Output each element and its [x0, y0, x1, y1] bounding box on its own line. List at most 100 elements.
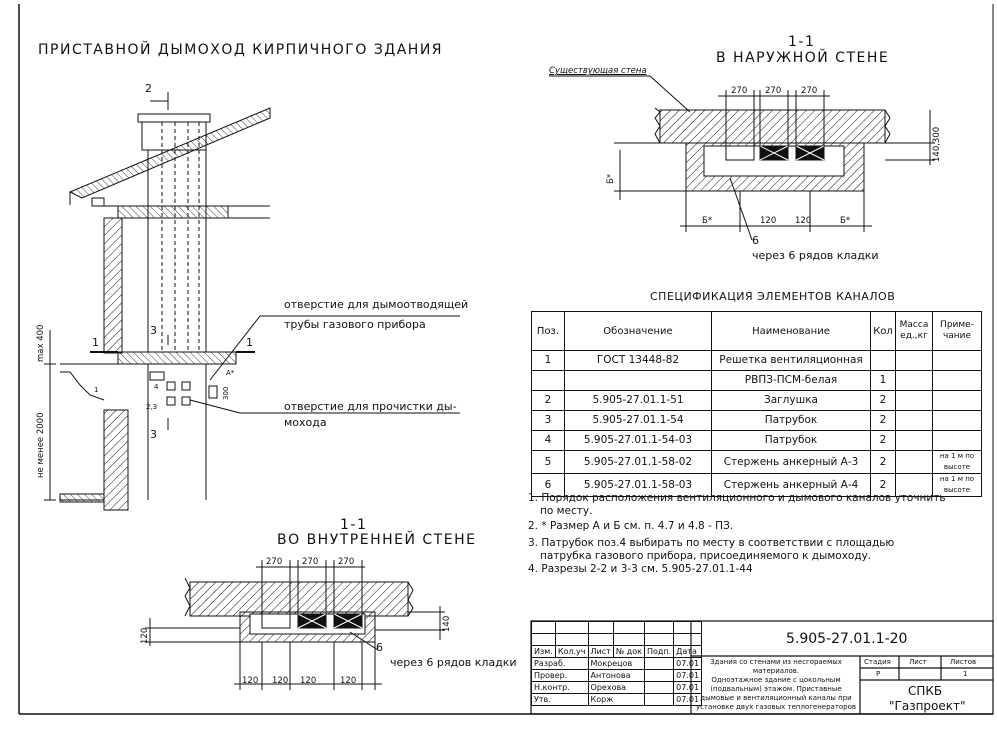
spec-cell: Заглушка — [711, 390, 871, 411]
min-2000-label: не менее 2000 — [36, 412, 46, 478]
flue-note-line1: отверстие для дымоотводящей — [284, 298, 469, 311]
section-mark-1-right: 1 — [246, 336, 253, 349]
note-line: 2. * Размер А и Б см. п. 4.7 и 4.8 - ПЗ. — [528, 520, 734, 532]
section-inner-number: 1-1 — [340, 517, 368, 533]
spec-cell — [895, 450, 933, 474]
spec-cell — [932, 370, 982, 391]
spec-cell — [531, 370, 565, 391]
inner-dim-1: 270 — [266, 557, 283, 567]
stage-header: Стадия — [864, 658, 891, 666]
spec-head-note: Приме- чание — [932, 311, 982, 351]
spec-cell: 4 — [531, 430, 565, 451]
spec-header-row: Поз. Обозначение Наименование Кол Масса … — [531, 311, 982, 351]
spec-cell: на 1 м по высоте — [932, 473, 982, 497]
sheets-header: Листов — [950, 658, 977, 666]
spec-cell — [895, 350, 933, 371]
spec-cell: Решетка вентиляционная — [711, 350, 871, 371]
outer-dim-3: 270 — [801, 86, 818, 96]
outer-dim-left: Б* — [606, 173, 616, 184]
inner-callout-number: 6 — [376, 641, 383, 654]
sheet-header: Лист — [909, 658, 927, 666]
notes-block: 1. Порядок расположения вентиляционного … — [528, 492, 946, 576]
desc-line: Здания со стенами из несгораемых — [710, 658, 842, 666]
spec-title: СПЕЦИФИКАЦИЯ ЭЛЕМЕНТОВ КАНАЛОВ — [650, 290, 896, 303]
spec-cell: 1 — [531, 350, 565, 371]
tb-role: Н.контр. — [531, 681, 589, 694]
section-outer-view — [549, 75, 935, 241]
spec-cell — [895, 370, 933, 391]
mark-23-label: 2,3 — [146, 403, 158, 411]
spec-cell — [932, 410, 982, 431]
tb-person: Орехова — [587, 681, 645, 694]
desc-line: дымовые и вентиляционный каналы при — [700, 694, 852, 702]
spec-cell: 5.905-27.01.1-51 — [564, 390, 712, 411]
outer-callout-text: через 6 рядов кладки — [752, 249, 879, 262]
mark-300-label: 300 — [222, 386, 230, 400]
spec-cell: Патрубок — [711, 430, 871, 451]
spec-cell: Стержень анкерный А-3 — [711, 450, 871, 474]
spec-cell: 5.905-27.01.1-54-03 — [564, 430, 712, 451]
outer-dim-right: 140,300 — [932, 126, 942, 162]
spec-cell: 6 — [531, 473, 565, 497]
inner-bottom-dim-4: 120 — [340, 676, 357, 686]
tb-head-cell: Изм. — [531, 645, 556, 658]
spec-head-name: Наименование — [711, 311, 871, 351]
tb-role: Провер. — [531, 669, 589, 682]
inner-bottom-dim-1: 120 — [242, 676, 259, 686]
elevation-view — [44, 92, 460, 511]
note-line: по месту. — [540, 505, 593, 517]
inner-bottom-dim-2: 120 — [272, 676, 289, 686]
spec-cell — [564, 370, 712, 391]
org-name-line1: СПКБ — [908, 684, 943, 698]
tb-head-cell: Подп. — [643, 645, 675, 658]
stage-value: Р — [876, 670, 881, 678]
spec-cell: Патрубок — [711, 410, 871, 431]
tb-head-cell: № док — [612, 645, 645, 658]
section-mark-1-left: 1 — [92, 336, 99, 349]
outer-bottom-dim-2: 120 — [760, 216, 777, 226]
tb-role: Разраб. — [531, 657, 589, 670]
outer-dim-2: 270 — [765, 86, 782, 96]
section-outer-number: 1-1 — [788, 34, 816, 50]
clean-note-line1: отверстие для прочистки ды- — [284, 400, 457, 413]
main-title: ПРИСТАВНОЙ ДЫМОХОД КИРПИЧНОГО ЗДАНИЯ — [38, 42, 444, 58]
note-line: 1. Порядок расположения вентиляционного … — [528, 492, 946, 504]
spec-cell: 1 — [870, 370, 896, 391]
tb-head-cell: Лист — [587, 645, 614, 658]
spec-cell — [932, 430, 982, 451]
spec-head-code: Обозначение — [564, 311, 712, 351]
document-description: Здания со стенами из несгораемых материа… — [694, 658, 858, 712]
spec-cell — [932, 390, 982, 411]
title-block-head-row: Изм. Кол.уч Лист № док Подп. Дата — [531, 645, 703, 658]
outer-bottom-dim-4: Б* — [840, 216, 851, 226]
flue-note-line2: трубы газового прибора — [284, 318, 426, 331]
spec-cell: 5 — [531, 450, 565, 474]
note-line: патрубка газового прибора, присоединяемо… — [540, 550, 872, 562]
org-name-line2: "Газпроект" — [889, 699, 966, 713]
inner-dim-left: 120 — [140, 627, 150, 644]
spec-cell: ГОСТ 13448-82 — [564, 350, 712, 371]
inner-callout-text: через 6 рядов кладки — [390, 656, 517, 669]
spec-cell — [932, 350, 982, 371]
spec-cell: 5.905-27.01.1-58-03 — [564, 473, 712, 497]
spec-table: Поз. Обозначение Наименование Кол Масса … — [531, 311, 982, 497]
desc-line: (подвальным) этажом. Приставные — [710, 685, 842, 693]
spec-cell: 5.905-27.01.1-58-02 — [564, 450, 712, 474]
spec-cell — [895, 410, 933, 431]
spec-cell: 2 — [870, 410, 896, 431]
section-inner-view — [145, 560, 445, 690]
tb-head-cell: Дата — [673, 645, 703, 658]
spec-cell: 2 — [531, 390, 565, 411]
inner-bottom-dim-3: 120 — [300, 676, 317, 686]
tb-date: 07.01 — [673, 693, 703, 706]
sheets-value: 1 — [963, 670, 968, 678]
